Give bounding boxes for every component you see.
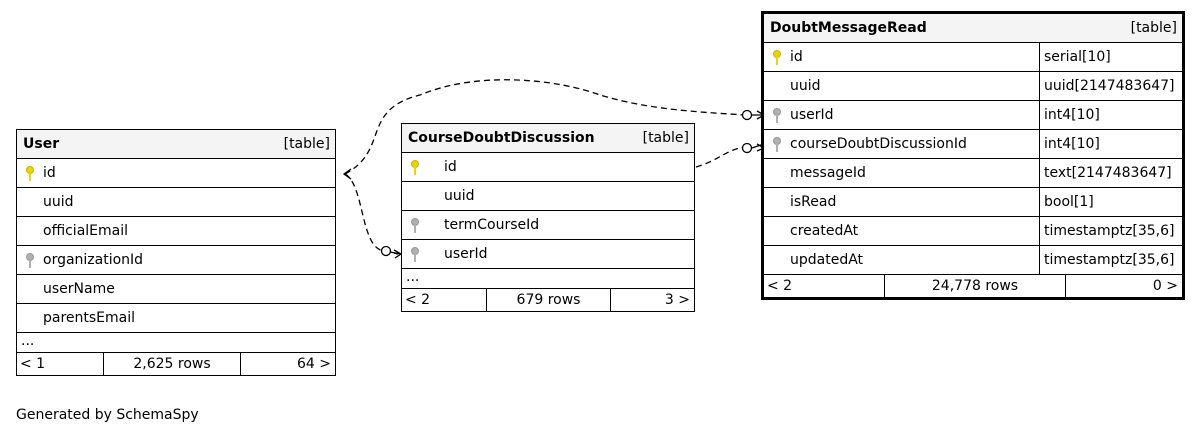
table-name: DoubtMessageRead	[770, 20, 927, 36]
table-header: DoubtMessageRead [table]	[764, 14, 1182, 43]
parents-count[interactable]: 0 >	[1152, 278, 1178, 294]
table-type: [table]	[283, 136, 330, 152]
column-row[interactable]: userId	[402, 240, 694, 269]
children-count[interactable]: < 1	[17, 353, 104, 375]
primary-key-icon	[764, 49, 790, 65]
column-row[interactable]: organizationId	[17, 246, 335, 275]
generated-by-note: Generated by SchemaSpy	[16, 407, 199, 423]
column-name: isRead	[790, 194, 837, 210]
column-datatype: int4[10]	[1044, 107, 1100, 123]
column-row[interactable]: termCourseId	[402, 211, 694, 240]
column-row[interactable]: uuid	[17, 188, 335, 217]
parents-count[interactable]: 3 >	[664, 292, 690, 308]
column-row[interactable]: isRead bool[1]	[764, 188, 1182, 217]
column-row[interactable]: userName	[17, 275, 335, 304]
column-name: termCourseId	[444, 217, 540, 233]
column-name: parentsEmail	[43, 310, 136, 326]
column-datatype: uuid[2147483647]	[1044, 78, 1175, 94]
column-datatype: timestamptz[35,6]	[1044, 223, 1175, 239]
column-name: uuid	[790, 78, 821, 94]
column-name: uuid	[43, 194, 74, 210]
column-datatype: timestamptz[35,6]	[1044, 252, 1175, 268]
column-row[interactable]: uuid	[402, 182, 694, 211]
column-row[interactable]: createdAt timestamptz[35,6]	[764, 217, 1182, 246]
table-header: User [table]	[17, 130, 335, 159]
many-end-marker-cdd-userid	[380, 245, 403, 259]
column-name: userName	[43, 281, 115, 297]
column-datatype: serial[10]	[1044, 49, 1111, 65]
table-footer: < 2 24,778 rows 0 >	[764, 275, 1182, 297]
column-row[interactable]: userId int4[10]	[764, 101, 1182, 130]
table-name: CourseDoubtDiscussion	[408, 130, 595, 146]
column-datatype: text[2147483647]	[1044, 165, 1172, 181]
foreign-key-icon	[402, 246, 428, 262]
row-count: 2,625 rows	[104, 353, 241, 375]
table-type: [table]	[1130, 20, 1177, 36]
more-columns: ...	[402, 269, 694, 289]
primary-key-icon	[402, 159, 428, 175]
one-end-marker	[342, 168, 352, 180]
column-name: messageId	[790, 165, 866, 181]
table-user[interactable]: User [table] id uuid officialEmail organ…	[16, 129, 336, 376]
column-name: userId	[444, 246, 488, 262]
column-name: organizationId	[43, 252, 144, 268]
column-name: createdAt	[790, 223, 859, 239]
row-count: 679 rows	[487, 289, 611, 311]
children-count[interactable]: < 2	[402, 289, 487, 311]
column-row[interactable]: parentsEmail	[17, 304, 335, 333]
column-row[interactable]: courseDoubtDiscussionId int4[10]	[764, 130, 1182, 159]
column-name: id	[444, 159, 457, 175]
foreign-key-icon	[764, 136, 790, 152]
row-count: 24,778 rows	[885, 275, 1066, 297]
relation-user-coursedoubtdiscussion	[344, 173, 399, 255]
column-row[interactable]: id serial[10]	[764, 43, 1182, 72]
column-name: userId	[790, 107, 834, 123]
column-name: id	[790, 49, 803, 65]
column-row[interactable]: updatedAt timestamptz[35,6]	[764, 246, 1182, 275]
table-type: [table]	[642, 130, 689, 146]
column-name: id	[43, 165, 56, 181]
more-columns: ...	[17, 333, 335, 353]
column-row[interactable]: uuid uuid[2147483647]	[764, 72, 1182, 101]
table-header: CourseDoubtDiscussion [table]	[402, 124, 694, 153]
table-course-doubt-discussion[interactable]: CourseDoubtDiscussion [table] id uuid te…	[401, 123, 695, 312]
column-name: updatedAt	[790, 252, 864, 268]
relation-user-doubtmessageread	[344, 79, 746, 175]
column-datatype: int4[10]	[1044, 136, 1100, 152]
column-name: officialEmail	[43, 223, 128, 239]
column-row[interactable]: messageId text[2147483647]	[764, 159, 1182, 188]
table-footer: < 2 679 rows 3 >	[402, 289, 694, 311]
foreign-key-icon	[402, 217, 428, 233]
primary-key-icon	[17, 165, 43, 181]
parents-count[interactable]: 64 >	[297, 356, 331, 372]
column-row[interactable]: id	[402, 153, 694, 182]
column-datatype: bool[1]	[1044, 194, 1094, 210]
table-name: User	[23, 136, 60, 152]
relation-coursedoubtdiscussion-doubtmessageread	[695, 146, 746, 168]
table-doubt-message-read[interactable]: DoubtMessageRead [table] id serial[10] u…	[761, 11, 1185, 300]
table-footer: < 1 2,625 rows 64 >	[17, 353, 335, 375]
column-row[interactable]: officialEmail	[17, 217, 335, 246]
column-row[interactable]: id	[17, 159, 335, 188]
children-count[interactable]: < 2	[764, 275, 885, 297]
foreign-key-icon	[17, 252, 43, 268]
foreign-key-icon	[764, 107, 790, 123]
column-name: courseDoubtDiscussionId	[790, 136, 967, 152]
column-name: uuid	[444, 188, 475, 204]
